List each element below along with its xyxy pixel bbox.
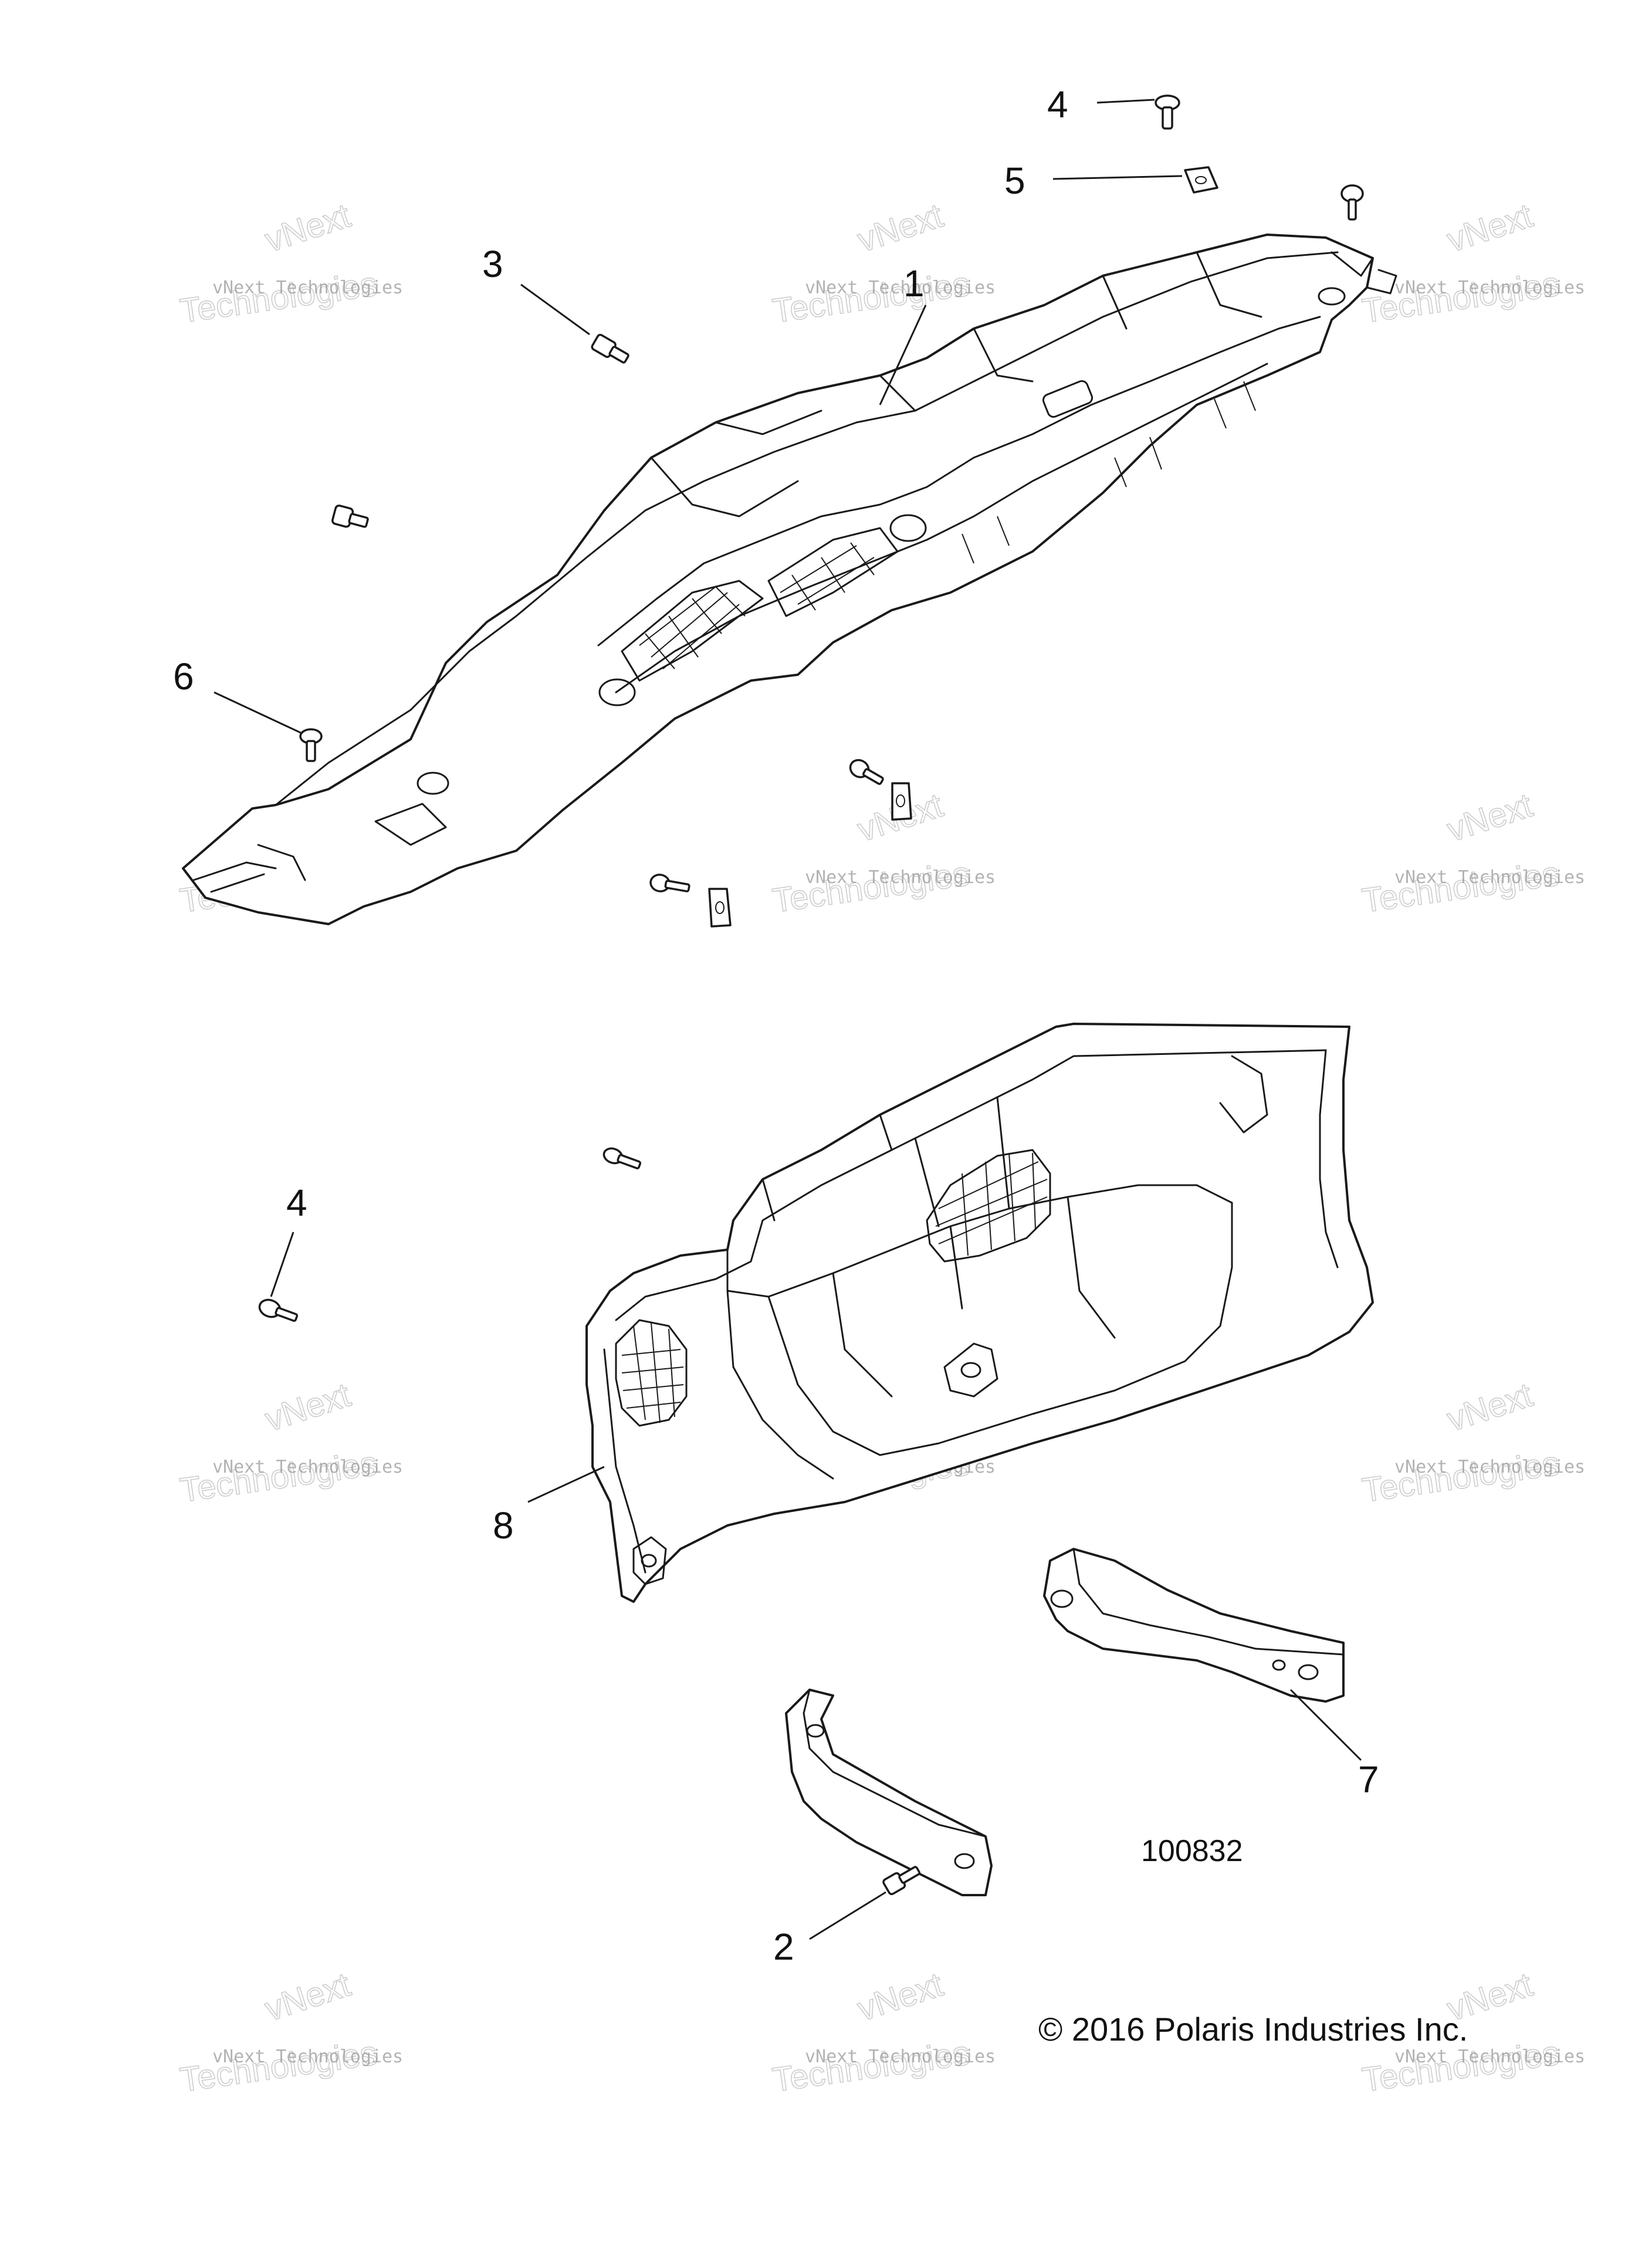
bolt-icon xyxy=(591,333,629,364)
part-7-bracket xyxy=(1043,1548,1345,1703)
figure-number: 100832 xyxy=(1141,1834,1243,1868)
svg-text:vNext Technologies: vNext Technologies xyxy=(212,1457,403,1477)
callout-1: 1 xyxy=(903,262,925,305)
callout-4-top: 4 xyxy=(1047,83,1068,126)
clip-nut-icon xyxy=(708,888,732,928)
screw-icon xyxy=(602,1147,642,1169)
part-1-fender-panel xyxy=(182,234,1397,925)
screw-icon xyxy=(649,874,690,892)
svg-text:vNext: vNext xyxy=(260,1376,355,1439)
bolt-icon xyxy=(882,1866,920,1896)
svg-text:vNext Technologies: vNext Technologies xyxy=(1394,2046,1585,2067)
watermark: vNext Technologies vNext Technologies xyxy=(177,1965,403,2100)
svg-text:vNext Technologies: vNext Technologies xyxy=(1394,278,1585,298)
svg-text:vNext: vNext xyxy=(260,197,355,260)
hardware xyxy=(258,94,1364,1896)
callout-4-lower: 4 xyxy=(286,1182,307,1224)
svg-text:vNext: vNext xyxy=(1443,1376,1537,1439)
screw-icon xyxy=(1155,94,1180,130)
bolt-icon xyxy=(331,505,369,528)
part-1-grille xyxy=(621,527,899,682)
callout-8: 8 xyxy=(493,1504,514,1547)
copyright-notice: © 2016 Polaris Industries Inc. xyxy=(1038,2011,1468,2048)
screw-icon xyxy=(1340,184,1364,221)
watermark: vNext Technologies vNext Technologies xyxy=(177,1375,403,1510)
callout-2: 2 xyxy=(773,1926,794,1968)
svg-text:vNext: vNext xyxy=(853,1966,947,2029)
svg-text:vNext Technologies: vNext Technologies xyxy=(805,2046,996,2067)
watermark: vNext Technologies vNext Technologies xyxy=(770,1965,996,2100)
svg-text:vNext Technologies: vNext Technologies xyxy=(805,278,996,298)
svg-text:vNext Technologies: vNext Technologies xyxy=(1394,1457,1585,1477)
part-8-grille-left xyxy=(615,1319,688,1427)
svg-text:vNext: vNext xyxy=(1443,197,1537,260)
callouts: 4 5 3 1 6 4 8 7 2 xyxy=(173,83,1379,1968)
svg-text:vNext: vNext xyxy=(1443,786,1537,850)
watermark: vNext Technologies vNext Technologies xyxy=(1359,196,1585,331)
watermark: vNext Technologies vNext Technologies xyxy=(1359,1375,1585,1510)
screw-icon xyxy=(258,1298,299,1322)
watermark: vNext Technologies vNext Technologies xyxy=(1359,786,1585,921)
screw-icon xyxy=(299,728,323,762)
watermark: vNext Technologies vNext Technologies xyxy=(770,196,996,331)
clip-nut-icon xyxy=(1184,166,1218,194)
callout-3: 3 xyxy=(482,243,503,285)
callout-7: 7 xyxy=(1358,1758,1379,1801)
svg-text:vNext Technologies: vNext Technologies xyxy=(212,278,403,298)
svg-text:vNext: vNext xyxy=(260,1966,355,2029)
watermark: vNext Technologies vNext Technologies xyxy=(177,196,403,331)
svg-text:vNext Technologies: vNext Technologies xyxy=(805,867,996,888)
part-8-shield-panel xyxy=(585,1023,1374,1603)
leader-lines xyxy=(214,99,1362,1940)
clip-nut-icon xyxy=(891,782,912,821)
svg-text:vNext Technologies: vNext Technologies xyxy=(212,2046,403,2067)
svg-text:vNext: vNext xyxy=(853,197,947,260)
svg-text:vNext Technologies: vNext Technologies xyxy=(1394,867,1585,888)
watermark: vNext Technologies vNext Technologies xyxy=(770,786,996,921)
screw-icon xyxy=(849,759,884,785)
lower-bracket xyxy=(785,1689,993,1896)
part-8-grille-right xyxy=(926,1149,1051,1263)
callout-5: 5 xyxy=(1004,160,1025,202)
callout-6: 6 xyxy=(173,655,194,698)
